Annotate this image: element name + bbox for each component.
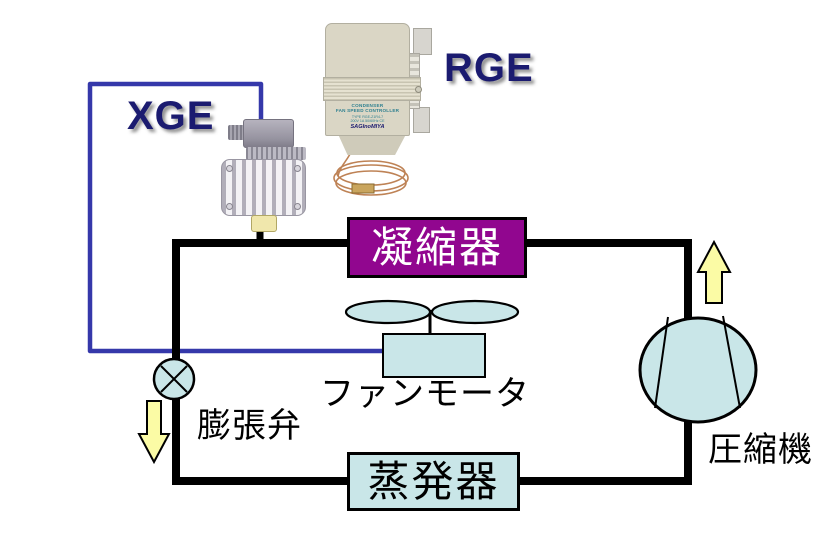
nameplate-line: CONDENSER [351, 103, 384, 108]
xge-brass-fitting [251, 215, 277, 232]
screw-icon [294, 203, 301, 210]
compressor-symbol [638, 315, 758, 424]
saginomiya-logo: SAGInoMIYA [350, 124, 385, 131]
xge-valve-device [220, 115, 308, 235]
rge-nameplate: CONDENSER FAN SPEED CONTROLLER TYPE RGE-… [329, 103, 406, 135]
rge-ribbed-band [323, 77, 421, 101]
condenser-box: 凝縮器 [347, 217, 527, 278]
nameplate-line: FAN SPEED CONTROLLER [335, 108, 400, 114]
screw-icon [415, 86, 422, 93]
flow-arrow-up-icon [696, 239, 732, 304]
evaporator-box: 蒸発器 [347, 452, 520, 511]
rge-controller-device: CONDENSER FAN SPEED CONTROLLER TYPE RGE-… [323, 23, 439, 155]
compressor-inner-line [722, 315, 741, 409]
screw-icon [294, 165, 301, 172]
xge-connector-knob [228, 125, 246, 140]
fan-motor-box [382, 333, 486, 378]
nameplate-line: 200V 1A 50/60Hz CE [350, 118, 385, 123]
fan-blade-left-icon [344, 299, 432, 325]
expansion-valve-label: 膨張弁 [197, 407, 302, 445]
expansion-valve-symbol [152, 357, 196, 401]
condenser-label: 凝縮器 [370, 223, 503, 271]
compressor-inner-line [654, 316, 669, 409]
xge-din-connector [243, 119, 294, 148]
rge-brand-label: RGE [444, 46, 534, 90]
compressor-ellipse [638, 316, 758, 424]
evaporator-label: 蒸発器 [367, 457, 500, 505]
mounting-bracket-tab [413, 107, 430, 133]
compressor-label: 圧縮機 [708, 431, 813, 469]
mounting-bracket-tab [413, 28, 432, 55]
screw-icon [226, 203, 233, 210]
xge-signal-wire [87, 81, 383, 354]
screw-icon [226, 165, 233, 172]
valve-cross-line [160, 365, 188, 393]
sensor-bulb [351, 183, 375, 194]
xge-actuator-ribs [246, 147, 306, 160]
nameplate-line: TYPE RGE-Z1R4-7 [351, 114, 384, 119]
xge-brand-label: XGE [127, 94, 215, 138]
fan-motor-label: ファンモータ [320, 375, 530, 413]
rge-base-section [338, 136, 406, 155]
xge-finned-body [221, 159, 306, 216]
capillary-tube-coil-icon [333, 149, 409, 196]
coil-ring [335, 170, 407, 196]
flow-arrow-down-icon [137, 400, 171, 465]
fan-blade-right-icon [430, 299, 520, 325]
